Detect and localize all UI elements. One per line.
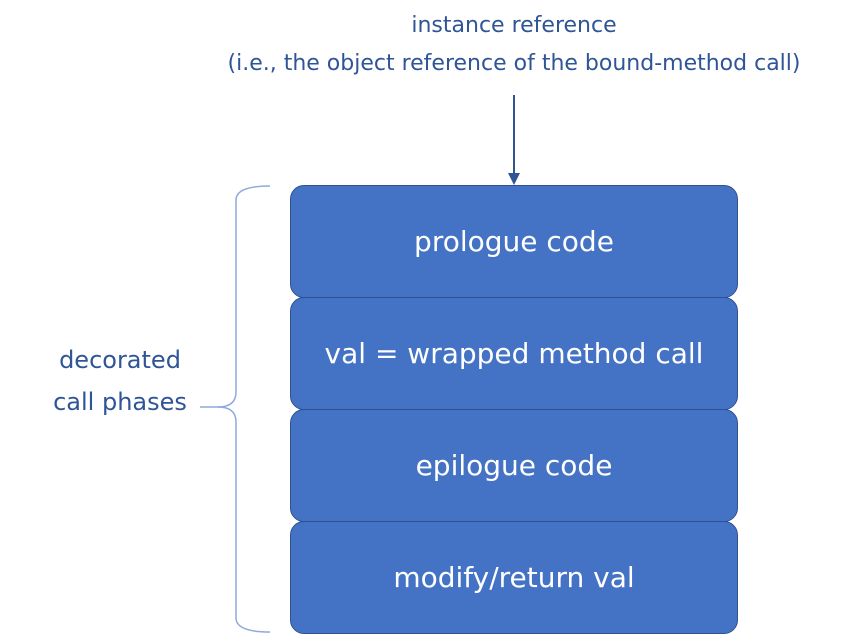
call-phases-label: call phases <box>53 388 187 416</box>
epilogue-code-box: epilogue code <box>290 409 738 522</box>
prologue-code-box: prologue code <box>290 185 738 298</box>
phases-brace <box>217 185 271 633</box>
instance-reference-label: instance reference <box>411 13 617 38</box>
wrapped-method-call-box: val = wrapped method call <box>290 297 738 410</box>
instance-arrow-head <box>508 173 520 185</box>
modify-return-box: modify/return val <box>290 521 738 634</box>
instance-reference-note: (i.e., the object reference of the bound… <box>227 51 801 76</box>
decorated-label: decorated <box>59 346 181 374</box>
